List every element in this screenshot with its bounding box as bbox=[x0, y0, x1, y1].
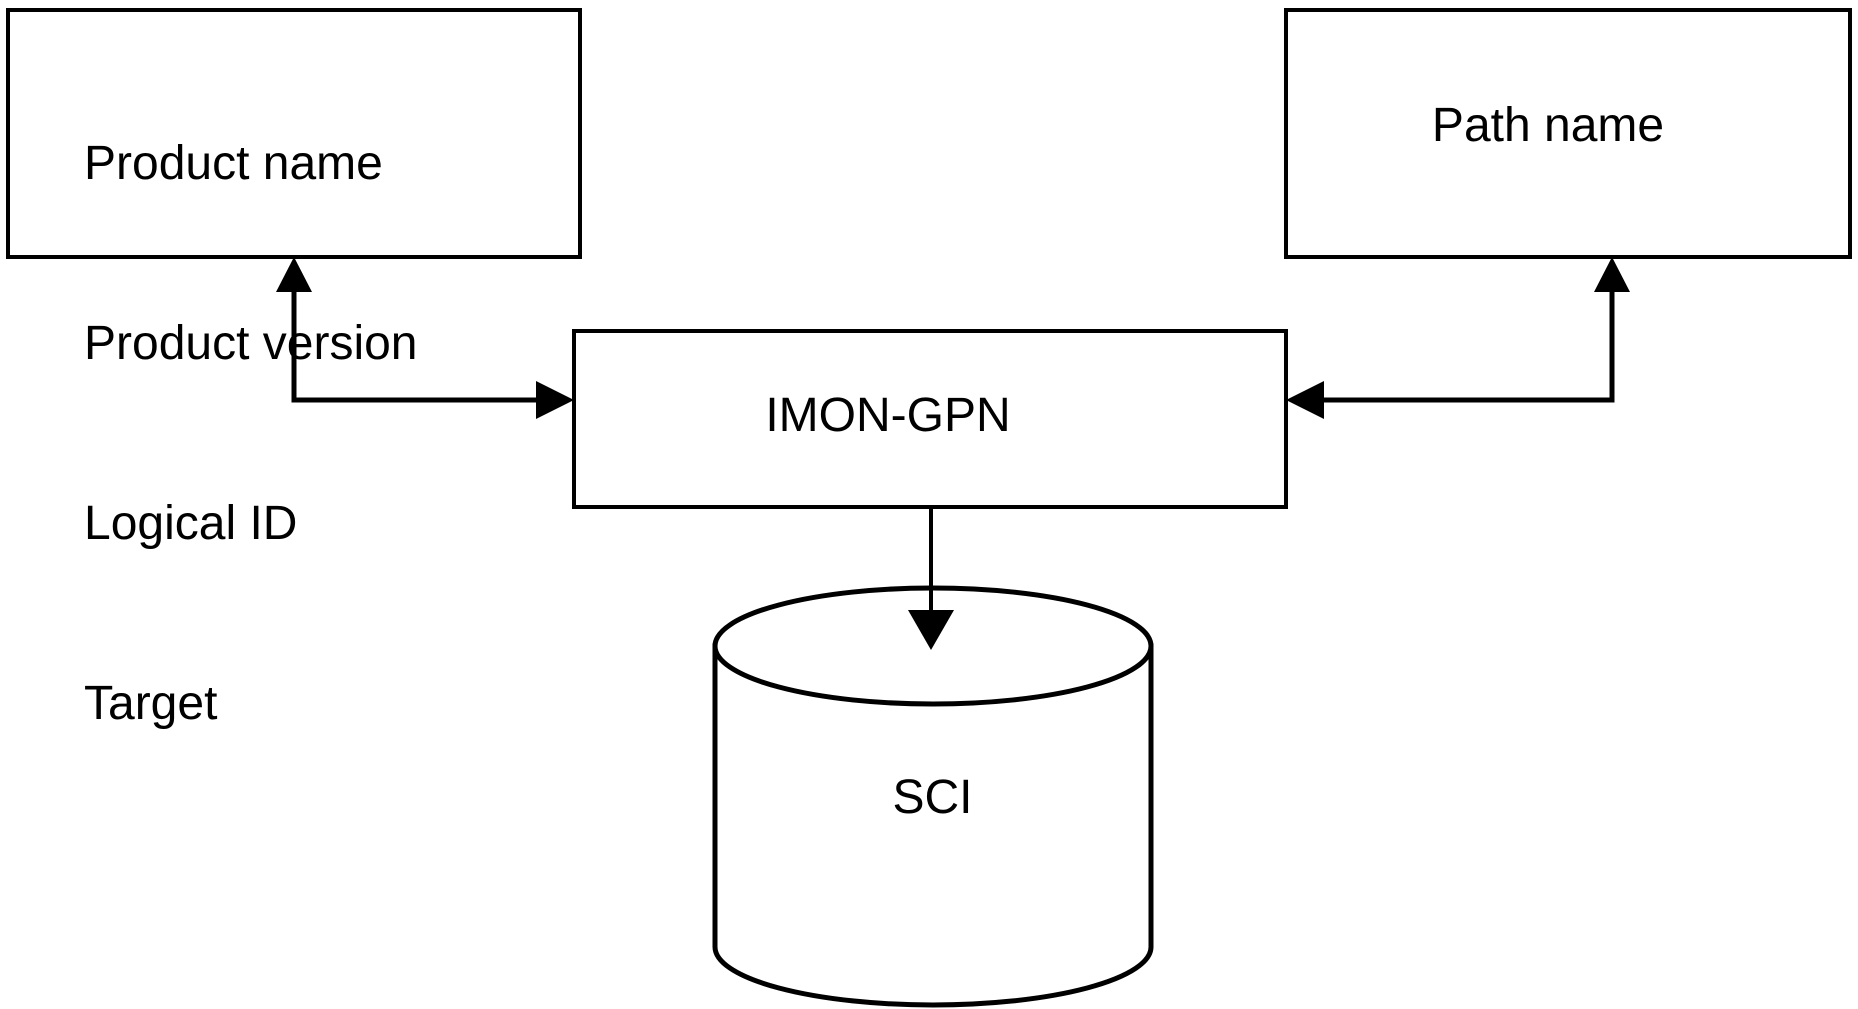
sci-cylinder[interactable] bbox=[712, 585, 1154, 1008]
inputs-box[interactable] bbox=[6, 8, 582, 259]
path-name-box[interactable] bbox=[1284, 8, 1852, 259]
imon-gpn-box[interactable] bbox=[572, 329, 1288, 509]
edge-imon-sci bbox=[908, 507, 954, 650]
edge-pathname-imon bbox=[1286, 257, 1630, 419]
edge-inputs-imon bbox=[276, 257, 574, 419]
